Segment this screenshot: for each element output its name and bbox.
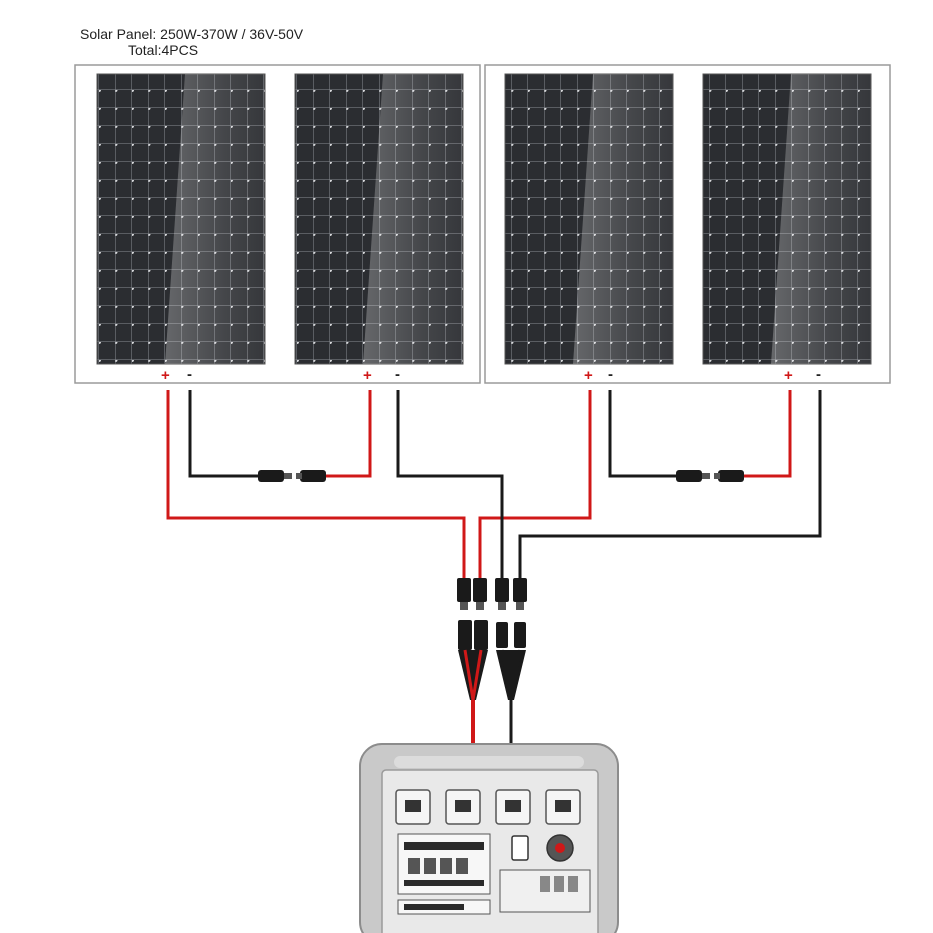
negative-wire <box>518 390 822 578</box>
solar-panel-icon <box>294 73 464 365</box>
negative-wire <box>608 390 676 478</box>
positive-wire <box>478 390 592 578</box>
diagram-title: Solar Panel: 250W-370W / 36V-50V <box>80 26 304 42</box>
mc4-connector-icon <box>258 470 326 482</box>
positive-terminal-label: + <box>784 367 793 384</box>
negative-terminal-label: - <box>816 366 821 383</box>
solar-panel-icon <box>702 73 872 365</box>
negative-terminal-label: - <box>187 366 192 383</box>
positive-terminal-label: + <box>584 367 593 384</box>
positive-terminal-label: + <box>363 367 372 384</box>
negative-terminal-label: - <box>608 366 613 383</box>
power-station-icon <box>359 743 619 933</box>
positive-wire <box>744 390 792 478</box>
diagram-subtitle: Total:4PCS <box>128 42 199 58</box>
negative-wire <box>188 390 258 478</box>
positive-terminal-label: + <box>161 367 170 384</box>
solar-panel-icon <box>504 73 674 365</box>
mc4-connector-icon <box>457 578 527 610</box>
positive-wire <box>324 390 372 478</box>
solar-panel-icon <box>96 73 266 365</box>
negative-wire <box>500 649 522 701</box>
positive-wire <box>166 390 466 578</box>
positive-wire <box>463 649 483 701</box>
negative-terminal-label: - <box>395 366 400 383</box>
negative-wire <box>396 390 504 578</box>
mc4-connector-icon <box>676 470 744 482</box>
branch-connector-icon <box>458 620 526 700</box>
